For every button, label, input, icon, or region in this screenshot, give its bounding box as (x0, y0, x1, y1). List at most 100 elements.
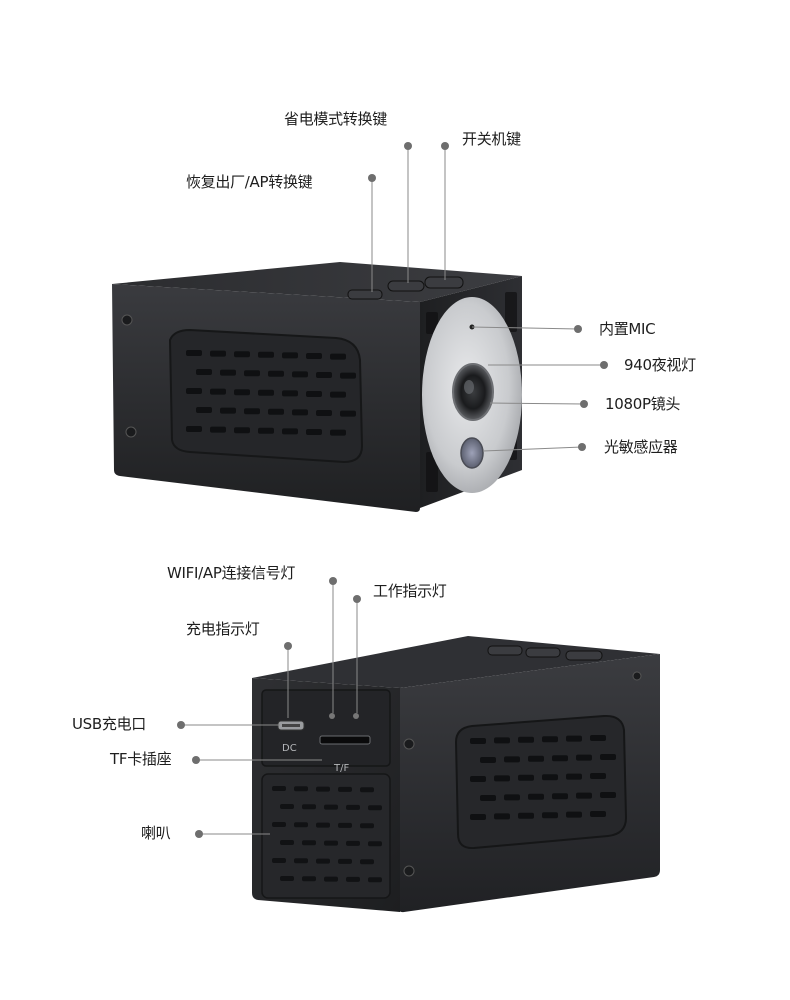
grille-slot (590, 811, 606, 817)
grille-slot (306, 429, 322, 435)
grille-slot (302, 840, 316, 846)
grille-slot (368, 877, 382, 883)
label-work-light: 工作指示灯 (373, 582, 447, 600)
grille-slot (528, 755, 544, 762)
grille-slot (280, 840, 294, 845)
screw (125, 426, 137, 438)
grille-slot (576, 754, 592, 761)
dc-mark: DC (282, 743, 297, 754)
screw (121, 314, 133, 326)
grille-slot (280, 804, 294, 809)
tf-mark: T/F (333, 763, 349, 774)
grille-slot (552, 793, 568, 800)
grille-slot (282, 352, 298, 359)
grille-slot (494, 775, 510, 782)
grille-slot (234, 351, 250, 358)
bottom-camera: DC T/F (252, 636, 660, 913)
bottom-leader-lines (181, 581, 358, 835)
grille-slot (210, 388, 226, 395)
grille-slot (244, 370, 260, 377)
grille-slot (368, 805, 382, 811)
top-camera-top-face (112, 262, 522, 302)
label-lens: 1080P镜头 (605, 395, 681, 413)
grille-slot (280, 876, 294, 881)
label-tf-slot: TF卡插座 (110, 750, 172, 768)
grille-slot (330, 353, 346, 360)
grille-slot (268, 408, 284, 415)
grille-slot (324, 804, 338, 810)
top-buttons (347, 276, 464, 300)
grille-slot (316, 372, 332, 378)
grille-slot (494, 813, 510, 820)
label-ir-light: 940夜视灯 (624, 356, 696, 374)
grille-slot (258, 389, 274, 396)
grille-slot (338, 822, 352, 828)
label-power-key: 开关机键 (462, 130, 521, 148)
grille-slot (244, 408, 260, 415)
grille-slot (234, 389, 250, 396)
grille-slot (528, 793, 544, 800)
grille-slot (210, 426, 226, 433)
top-leader-dots (368, 142, 608, 451)
grille-slot (306, 353, 322, 359)
grille-slot (186, 388, 202, 394)
grille-slot (470, 814, 486, 820)
grille-slot (316, 822, 330, 828)
grille-slot (480, 757, 496, 763)
grille-slot (590, 773, 606, 779)
grille-slot (360, 823, 374, 829)
grille-slot (590, 735, 606, 741)
label-wifi-light: WIFI/AP连接信号灯 (167, 564, 296, 582)
grille-slot (220, 407, 236, 414)
grille-slot (542, 812, 558, 819)
grille-slot (268, 370, 284, 377)
grille-slot (368, 841, 382, 847)
label-usb-port: USB充电口 (72, 715, 146, 733)
grille-slot (504, 794, 520, 801)
grille-slot (258, 351, 274, 358)
grille-slot (340, 410, 356, 417)
top-leader-lines (371, 146, 604, 452)
screw (403, 865, 415, 877)
grille-slot (272, 786, 286, 791)
label-light-sensor: 光敏感应器 (604, 438, 678, 456)
grille-slot (600, 754, 616, 760)
grille-slot (600, 792, 616, 798)
grille-slot (294, 822, 308, 828)
label-charge-light: 充电指示灯 (186, 620, 260, 638)
grille-slot (542, 774, 558, 781)
grille-slot (186, 350, 202, 356)
grille-slot (234, 427, 250, 434)
grille-slot (518, 736, 534, 743)
grille-slot (324, 840, 338, 846)
grille-slot (566, 735, 582, 742)
grille-slot (282, 390, 298, 397)
grille-slot (340, 372, 356, 379)
grille-slot (282, 428, 298, 435)
label-power-save-key: 省电模式转换键 (284, 110, 387, 128)
grille-slot (338, 786, 352, 792)
grille-slot (566, 773, 582, 780)
grille-slot (542, 736, 558, 743)
grille-slot (576, 792, 592, 799)
grille-slot (306, 391, 322, 397)
grille-slot (330, 429, 346, 436)
grille-slot (360, 787, 374, 793)
light-sensor (460, 437, 484, 469)
grille-slot (316, 786, 330, 792)
grille-slot (470, 738, 486, 744)
grille-slot (272, 858, 286, 863)
grille-slot (294, 858, 308, 864)
grille-slot (480, 795, 496, 801)
wifi-led (329, 713, 335, 719)
label-reset-ap-key: 恢复出厂/AP转换键 (186, 173, 313, 191)
grille-slot (302, 876, 316, 882)
grille-slot (186, 426, 202, 432)
camera-lens (452, 363, 494, 421)
bottom-leader-dots (177, 577, 361, 838)
grille-slot (566, 811, 582, 818)
grille-slot (196, 407, 212, 413)
screw (632, 671, 642, 681)
top-camera (112, 262, 522, 512)
screw (403, 738, 415, 750)
